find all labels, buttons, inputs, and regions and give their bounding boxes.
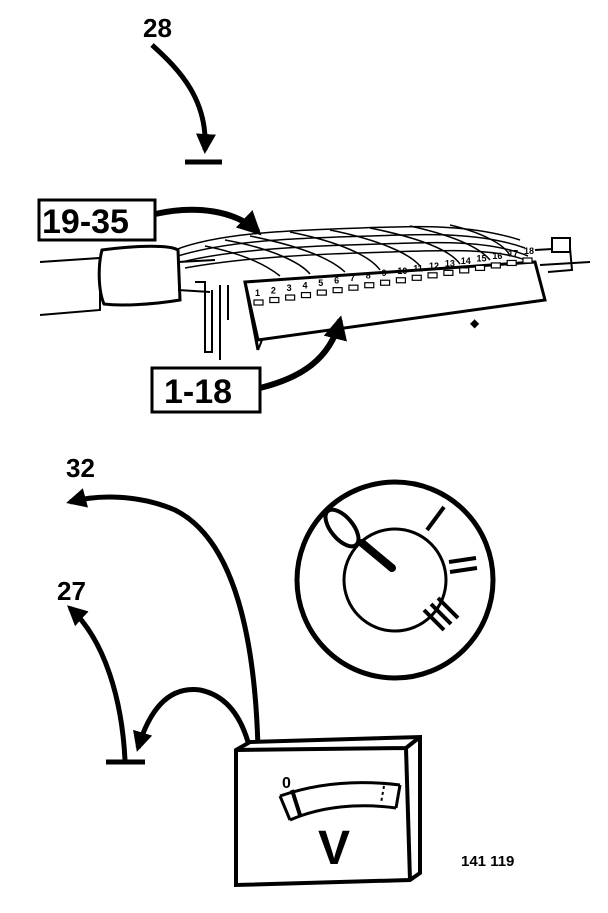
meter-zero-label: 0 [282,775,291,792]
position-II-mark [448,556,478,574]
position-I-mark [425,505,446,532]
curved-arrow-icon [66,488,261,749]
pin-slot-18 [522,257,533,264]
connector-tab: ◆ [470,316,480,330]
pin-number-7: 7 [350,273,355,283]
pin-slot-17 [506,259,517,267]
pin-number-9: 9 [382,268,387,278]
range-box-1-18 [150,366,262,414]
label-19-35: 19-35 [42,203,129,241]
pin-number-11: 11 [413,263,423,273]
label-1-18: 1-18 [164,373,232,411]
pin-slot-6 [332,287,343,294]
curved-arrow-icon [259,315,347,391]
pin-number-17: 17 [508,248,518,258]
pin-number-16: 16 [492,251,502,261]
range-box-19-35 [37,198,157,242]
wire-32-group: 32 [66,453,261,749]
pin-slot-3 [285,294,296,301]
range-1-18-group: 1-18 [150,315,347,414]
position-III-mark [422,596,460,632]
ground-28-group: 28 [143,13,222,165]
connector-block [243,260,547,342]
wire-27-group: 27 [57,576,145,765]
curved-arrow-icon [133,687,251,752]
meter-needle [290,789,302,816]
pin-number-13: 13 [445,258,455,268]
pin-slot-5 [316,289,327,296]
pin-slot-10 [395,277,407,284]
pin-number-15: 15 [477,253,487,263]
wire-bundle [174,224,531,277]
pin-slot-16 [490,262,501,269]
voltmeter-icon: 0 V [234,734,422,888]
curved-arrow-icon [150,43,216,154]
pin-slot-15 [474,264,486,272]
pin-number-14: 14 [461,256,471,266]
pin-number-12: 12 [429,261,439,271]
pin-slot-4 [300,291,312,299]
pin-number-4: 4 [302,281,307,291]
label-32: 32 [66,453,95,483]
pin-slot-2 [269,296,280,304]
pin-slot-14 [459,267,470,274]
pin-number-3: 3 [287,283,292,293]
pin-slot-11 [411,274,422,281]
ignition-switch-icon [294,479,496,681]
label-27: 27 [57,576,86,606]
pin-slot-1 [253,299,264,306]
pin-number-6: 6 [334,276,339,286]
pin-number-2: 2 [271,286,276,296]
pin-number-18: 18 [524,246,534,256]
cable-sleeve [97,244,182,307]
curved-arrow-icon [154,206,262,236]
figure-number: 141 119 [461,853,514,870]
curved-arrow-icon [67,605,128,761]
label-28: 28 [143,13,172,43]
range-19-35-group: 19-35 [37,198,262,242]
pin-slot-13 [443,269,454,276]
pin-slot-7 [348,284,359,291]
pin-number-10: 10 [397,266,407,276]
pin-slot-9 [379,279,391,286]
pin-number-8: 8 [366,271,371,281]
pin-number-5: 5 [318,278,323,288]
pin-number-1: 1 [255,288,260,298]
pin-slot-8 [364,282,375,289]
key-icon [323,507,361,549]
meter-unit-label: V [318,822,350,875]
pin-slot-12 [427,272,438,279]
